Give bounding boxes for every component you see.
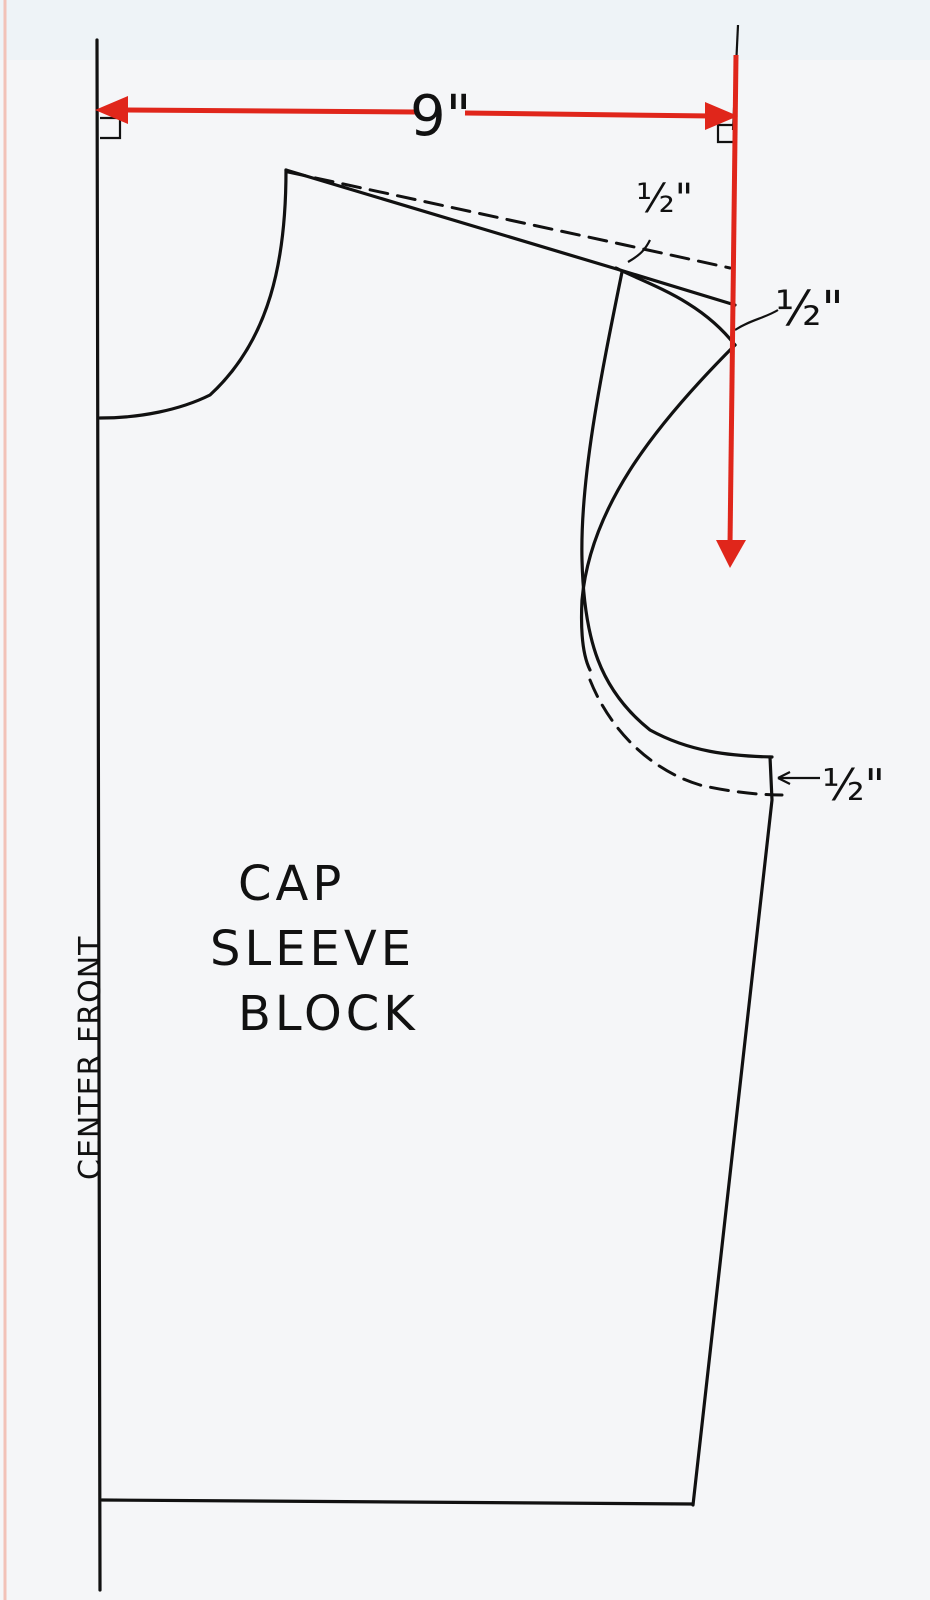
original-shoulder-dashed [286, 170, 732, 270]
half-shoulder-leader [734, 309, 779, 331]
cap-armhole-curve [579, 343, 737, 672]
hem-line [100, 1498, 695, 1506]
center-front-label: CENTER FRONT [73, 936, 108, 1181]
paper-tint [0, 0, 930, 60]
right-angle-marker-right [716, 123, 735, 144]
width-measure-label: 9" [410, 84, 471, 149]
side-seam [691, 755, 774, 1507]
half-underarm-label: ½" [822, 760, 885, 811]
center-front-line [95, 38, 102, 1592]
block-title-line1: CAP [238, 856, 345, 912]
cap-shoulder-curve [614, 266, 737, 347]
right-angle-marker-left [100, 116, 122, 140]
vertical-guide-arrow [716, 54, 746, 568]
armhole-curve [580, 270, 774, 759]
half-top-leader [627, 239, 651, 263]
block-title-line2: SLEEVE [210, 921, 415, 977]
half-underarm-arrowhead [777, 771, 791, 785]
block-title-line3: BLOCK [238, 986, 419, 1042]
half-shoulder-label: ½" [775, 281, 844, 337]
neckline [98, 168, 288, 420]
half-top-label: ½" [636, 176, 693, 222]
width-measure-arrow [95, 96, 738, 130]
lowered-armhole-dashed [588, 678, 784, 797]
